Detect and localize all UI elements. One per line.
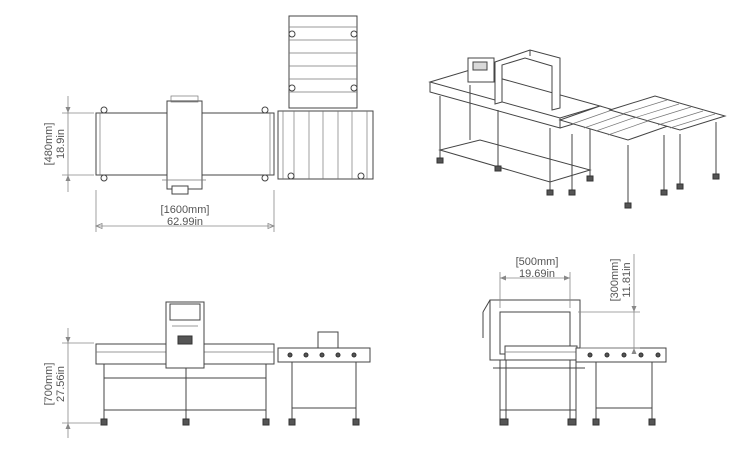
- side-view-height-in: 11.81in: [621, 262, 633, 297]
- front-view: [700mm] 27.56in: [43, 301, 371, 438]
- top-view: [1600mm] 62.99in [480mm] 18.9in: [43, 15, 374, 232]
- top-view-detector-head: [166, 100, 203, 190]
- iso-conveyor-belt: [428, 69, 602, 119]
- front-view-height-in: 27.56in: [55, 366, 67, 402]
- side-view-height-mm: [300mm]: [609, 259, 621, 302]
- side-view-width-in: 19.69in: [519, 268, 555, 280]
- top-view-width-mm: [480mm]: [43, 123, 55, 166]
- front-view-control-panel: [169, 303, 201, 321]
- top-view-roller-extension: [288, 15, 358, 109]
- iso-roller-table-2: [608, 95, 727, 131]
- top-view-width-in: 18.9in: [55, 129, 67, 159]
- iso-detector-head: [494, 49, 561, 111]
- top-view-length-mm: [1600mm]: [161, 204, 210, 216]
- side-view: [500mm] 19.69in [300mm] 11.81in: [482, 254, 667, 426]
- top-view-length-in: 62.99in: [167, 216, 203, 228]
- isometric-view: [428, 49, 727, 209]
- top-view-control-panel: [171, 185, 189, 195]
- side-view-width-mm: [500mm]: [516, 256, 559, 268]
- top-view-roller-table: [277, 110, 374, 180]
- front-view-height-mm: [700mm]: [43, 363, 55, 406]
- side-view-conveyor: [504, 345, 578, 361]
